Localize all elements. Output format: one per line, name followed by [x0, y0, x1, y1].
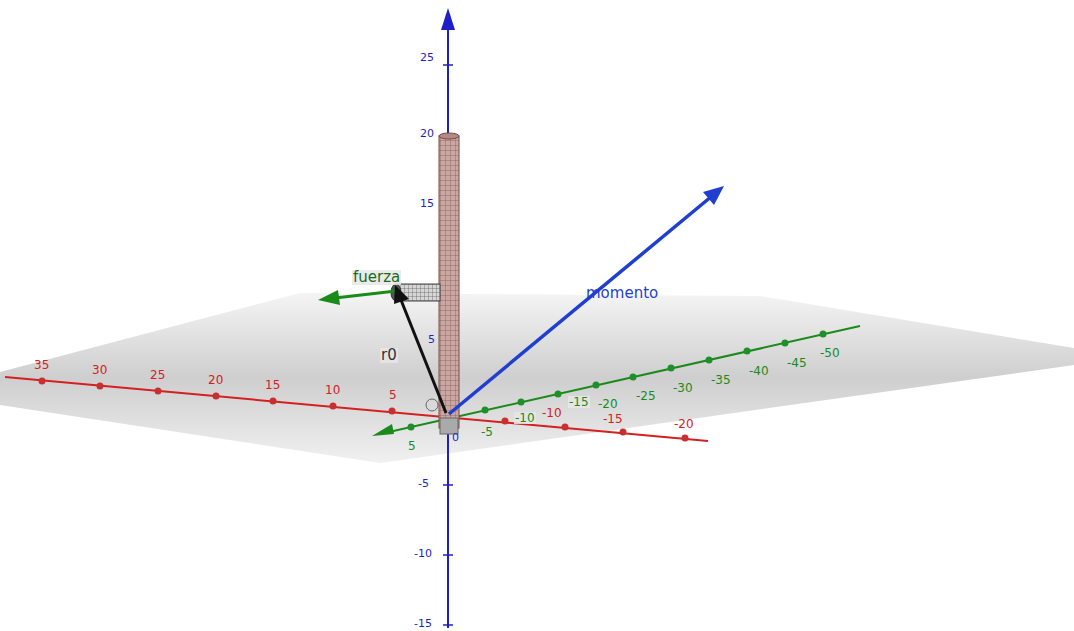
x-tick-label: 20: [208, 374, 223, 386]
y-tick-label: -40: [749, 365, 769, 377]
y-tick-label: -45: [787, 357, 807, 369]
x-tick-label: -10: [542, 407, 562, 419]
z-tick-label: 15: [420, 198, 434, 209]
y-axis-head: [372, 424, 394, 436]
z-tick-label: 25: [420, 52, 434, 63]
xy-plane: [0, 293, 1074, 463]
z-tick-label: -10: [414, 548, 432, 559]
x-tick-label: 10: [325, 384, 340, 396]
y-tick-label: 5: [408, 440, 416, 452]
force-vector: [335, 291, 396, 298]
position-vector: [401, 300, 446, 413]
y-tick-label: -25: [636, 390, 656, 402]
z-tick-label: 5: [428, 334, 435, 345]
y-tick-label: -15: [568, 396, 590, 408]
vertical-cylinder: [439, 136, 459, 428]
z-tick-label: -5: [418, 478, 429, 489]
force-head: [318, 290, 340, 305]
y-ticks: [408, 331, 827, 431]
position-label: r0: [380, 348, 398, 363]
cylinder-top: [439, 133, 459, 139]
x-tick-label: 35: [34, 359, 49, 371]
x-tick-label: -20: [674, 418, 694, 430]
x-tick-label: 30: [92, 364, 107, 376]
y-tick-label: -20: [598, 398, 618, 410]
z-tick-label: 0: [452, 432, 459, 443]
x-tick-label: 5: [389, 389, 397, 401]
moment-vector: [449, 196, 712, 414]
origin-point: [426, 399, 438, 411]
force-label: fuerza: [352, 270, 401, 285]
position-head: [394, 285, 409, 304]
y-tick-label: -50: [820, 347, 840, 359]
z-tick-label: -15: [414, 618, 432, 629]
x-tick-label: 25: [150, 369, 165, 381]
z-tick-label: 20: [420, 128, 434, 139]
y-tick-label: -10: [514, 412, 536, 424]
x-tick-label: 15: [265, 379, 280, 391]
y-tick-label: -5: [481, 426, 493, 438]
moment-head: [703, 186, 724, 205]
y-tick-label: -30: [673, 382, 693, 394]
x-tick-label: -15: [603, 413, 623, 425]
y-tick-label: -35: [711, 374, 731, 386]
x-axis: [5, 377, 708, 441]
z-axis-head: [441, 8, 455, 30]
moment-label: momento: [586, 286, 658, 301]
